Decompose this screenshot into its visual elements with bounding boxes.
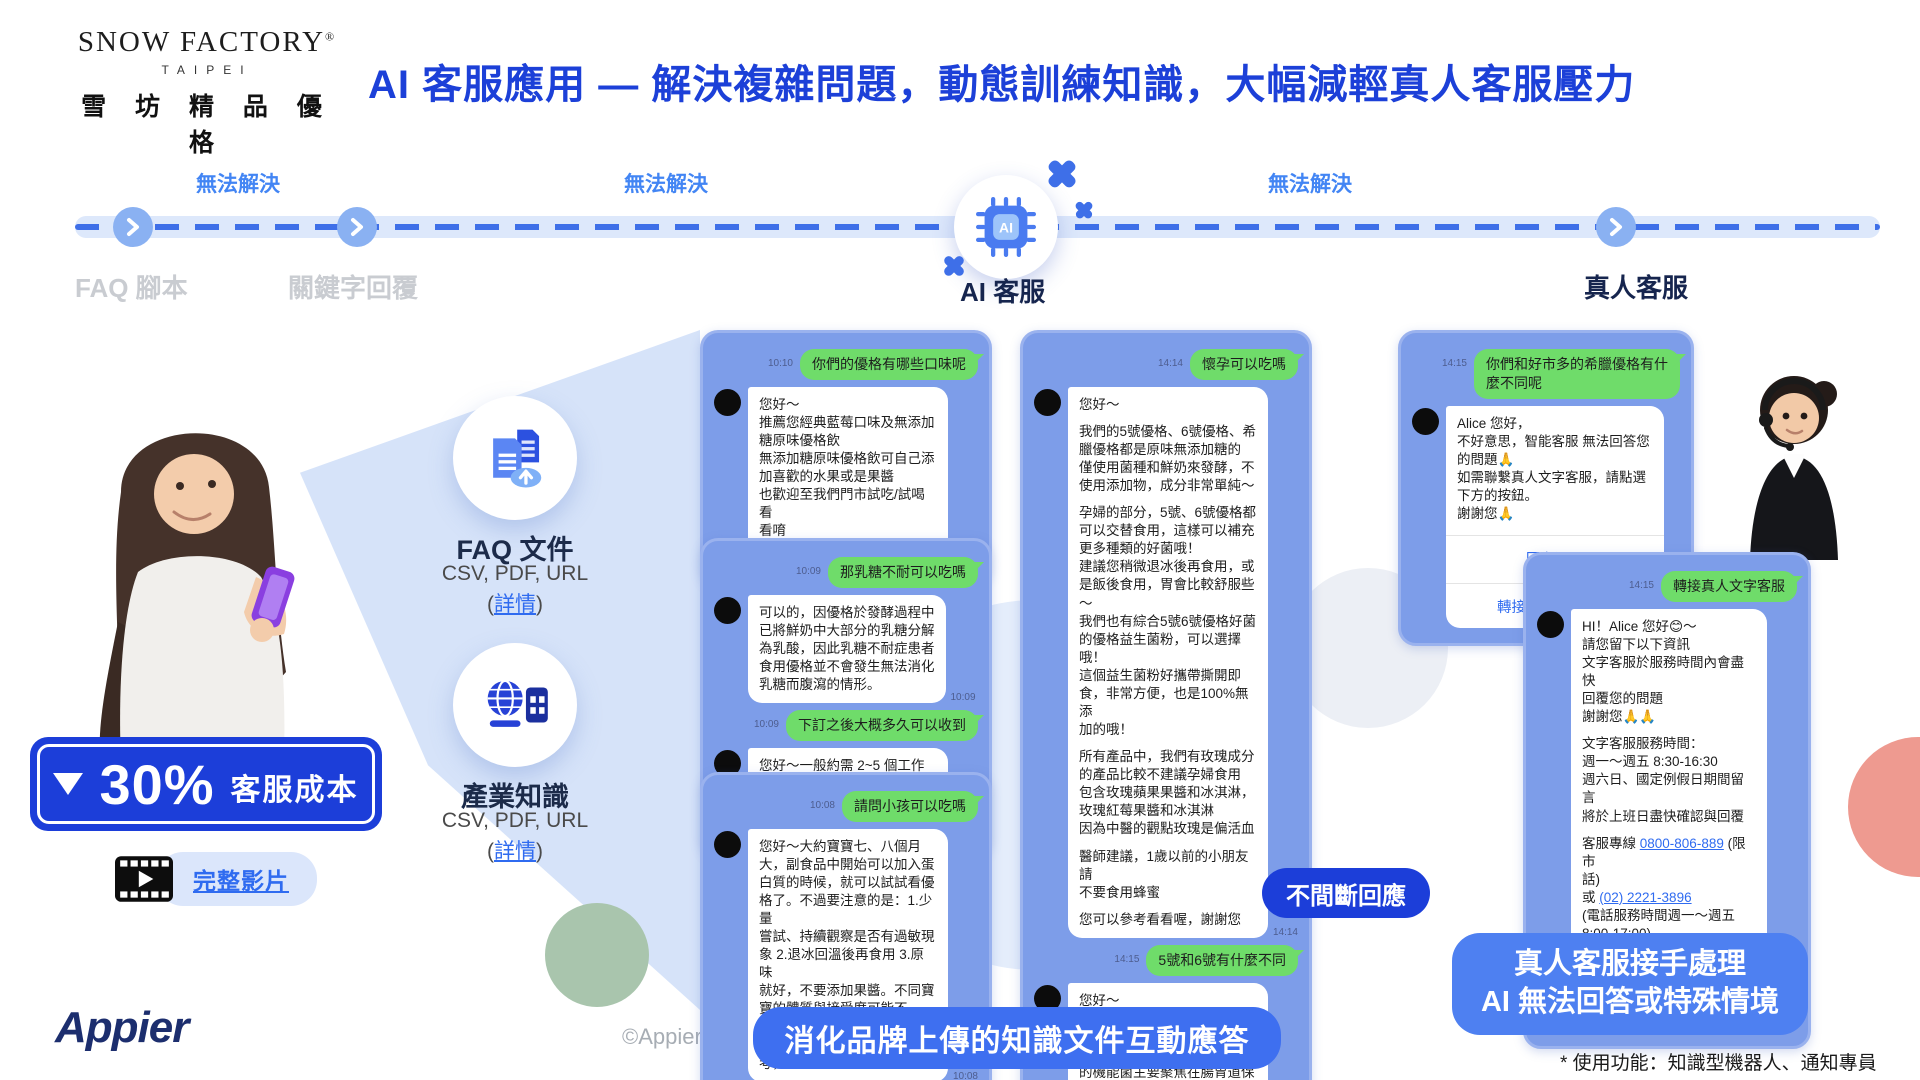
chevron-node-icon bbox=[337, 207, 377, 247]
svg-text:AI: AI bbox=[999, 219, 1013, 235]
chat-bubble-bot: 您好～推薦您經典藍莓口味及無添加糖原味優格飲無添加糖原味優格飲可自己添加喜歡的水… bbox=[748, 386, 948, 568]
cost-reduction-badge: 30% 客服成本 bbox=[30, 737, 382, 831]
sparkle-icon bbox=[1074, 200, 1094, 220]
chat-timestamp: 14:14 bbox=[1272, 926, 1298, 938]
chat-bubble-user: 下訂之後大概多久可以收到 bbox=[786, 710, 984, 741]
bot-avatar bbox=[714, 830, 741, 858]
chat-timestamp: 10:09 bbox=[950, 692, 976, 704]
ai-chip-icon: AI bbox=[976, 197, 1036, 257]
chat-bubble-bot: 您好～我們的5號優格、6號優格、希臘優格都是原味無添加糖的僅使用菌種和鮮奶來發酵… bbox=[1068, 386, 1268, 938]
faq-formats: CSV, PDF, URL bbox=[441, 562, 589, 585]
human-handoff-banner: 真人客服接手處理 AI 無法回答或特殊情境 bbox=[1452, 933, 1808, 1035]
logo-name: SNOW FACTORY bbox=[77, 26, 326, 58]
film-icon bbox=[115, 856, 173, 902]
chat-timestamp: 14:14 bbox=[1157, 358, 1183, 369]
chat-timestamp: 10:09 bbox=[753, 719, 779, 731]
nonstop-response-pill: 不間斷回應 bbox=[1262, 868, 1430, 918]
phone-link[interactable]: 0800-806-889 bbox=[1639, 835, 1724, 851]
chat-bubble-user: 懷孕可以吃嗎 bbox=[1190, 349, 1304, 380]
chat-timestamp: 10:08 bbox=[952, 1070, 978, 1080]
full-video-link[interactable]: 完整影片 bbox=[193, 868, 289, 894]
sparkle-icon bbox=[942, 254, 966, 278]
full-video-row: 完整影片 bbox=[115, 852, 317, 906]
features-footnote: * 使用功能：知識型機器人、通知專員 bbox=[1560, 1053, 1877, 1074]
stage-human-service: 真人客服 bbox=[1584, 273, 1689, 303]
decor-circle-green bbox=[545, 903, 649, 1007]
bot-avatar bbox=[714, 596, 741, 624]
stage-faq-script: FAQ 腳本 bbox=[75, 273, 188, 303]
bot-avatar bbox=[1412, 407, 1439, 435]
chat-timestamp: 14:15 bbox=[1114, 953, 1140, 965]
industry-detail-link[interactable]: 詳情 bbox=[494, 840, 536, 863]
page-title: AI 客服應用 — 解決複雜問題，動態訓練知識，大幅減輕真人客服壓力 bbox=[368, 63, 1636, 107]
unsolved-label-2: 無法解決 bbox=[624, 173, 708, 196]
stage-keyword-reply: 關鍵字回覆 bbox=[288, 273, 419, 303]
chat-bubble-user: 你們的優格有哪些口味呢 bbox=[800, 349, 984, 380]
chat-bubble-user: 5號和6號有什麼不同 bbox=[1146, 944, 1304, 976]
faq-upload-icon bbox=[493, 429, 542, 488]
chat-panel-pregnancy: 14:14 懷孕可以吃嗎您好～我們的5號優格、6號優格、希臘優格都是原味無添加糖的… bbox=[1020, 330, 1312, 1080]
chat-bubble-user: 轉接真人文字客服 bbox=[1661, 571, 1803, 602]
faq-documents-circle bbox=[453, 396, 577, 520]
chat-timestamp: 14:15 bbox=[1441, 358, 1467, 369]
industry-formats: CSV, PDF, URL bbox=[441, 809, 589, 832]
menu-divider bbox=[1446, 534, 1664, 536]
faq-detail-row: (詳情) bbox=[487, 593, 543, 616]
phone-link[interactable]: (02) 2221-3896 bbox=[1599, 889, 1692, 905]
unsolved-label-3: 無法解決 bbox=[1268, 173, 1352, 196]
logo-city: TAIPEI bbox=[161, 63, 253, 77]
chat-timestamp: 10:10 bbox=[767, 358, 793, 369]
down-triangle-icon bbox=[53, 773, 84, 795]
bot-avatar bbox=[714, 388, 741, 416]
sparkle-icon bbox=[1046, 158, 1078, 190]
chevron-node-icon bbox=[1596, 207, 1636, 247]
chat-bubble-bot: 可以的，因優格於發酵過程中已將鮮奶中大部分的乳糖分解為乳酸，因此乳糖不耐症患者食… bbox=[748, 594, 946, 704]
chat-timestamp: 10:08 bbox=[809, 800, 835, 811]
knowledge-digest-banner: 消化品牌上傳的知識文件互動應答 bbox=[753, 1007, 1281, 1069]
bot-avatar bbox=[1537, 610, 1564, 638]
chat-bubble-user: 請問小孩可以吃嗎 bbox=[842, 791, 984, 822]
chat-timestamp: 14:15 bbox=[1628, 580, 1654, 591]
agent-photo bbox=[1750, 376, 1838, 560]
industry-knowledge-circle bbox=[453, 643, 577, 767]
industry-detail-row: (詳情) bbox=[487, 840, 543, 863]
chevron-node-icon bbox=[113, 207, 153, 247]
logo-registered-mark: ® bbox=[325, 29, 337, 44]
cost-label: 客服成本 bbox=[230, 774, 359, 807]
chat-bubble-bot: HI！Alice 您好😊～請您留下以下資訊文字客服於服務時間內會盡快回覆您的問題… bbox=[1571, 608, 1767, 953]
unsolved-label-1: 無法解決 bbox=[196, 173, 280, 196]
appier-logo: Appier bbox=[55, 1003, 189, 1052]
chat-timestamp: 10:09 bbox=[795, 566, 821, 577]
chat-bubble-user: 你們和好市多的希臘優格有什麼不同呢 bbox=[1474, 349, 1686, 399]
customer-photo bbox=[99, 433, 295, 764]
human-handoff-line1: 真人客服接手處理 bbox=[1513, 948, 1746, 981]
industry-knowledge-icon bbox=[487, 679, 548, 727]
logo-chinese-name: 雪 坊 精 品 優 格 bbox=[81, 93, 333, 157]
industry-title: 產業知識 bbox=[461, 782, 569, 812]
snow-factory-logo: SNOW FACTORY® TAIPEI 雪 坊 精 品 優 格 bbox=[72, 26, 342, 159]
decor-circle-salmon bbox=[1848, 737, 1920, 877]
human-handoff-line2: AI 無法回答或特殊情境 bbox=[1480, 986, 1780, 1018]
cost-percent: 30% bbox=[99, 752, 215, 816]
faq-title: FAQ 文件 bbox=[456, 535, 574, 565]
stage-ai-service: AI 客服 bbox=[960, 277, 1046, 307]
faq-detail-link[interactable]: 詳情 bbox=[494, 593, 536, 616]
ai-node: AI bbox=[954, 175, 1058, 279]
chat-bubble-user: 那乳糖不耐可以吃嗎 bbox=[828, 557, 984, 588]
bot-avatar bbox=[1034, 388, 1061, 416]
